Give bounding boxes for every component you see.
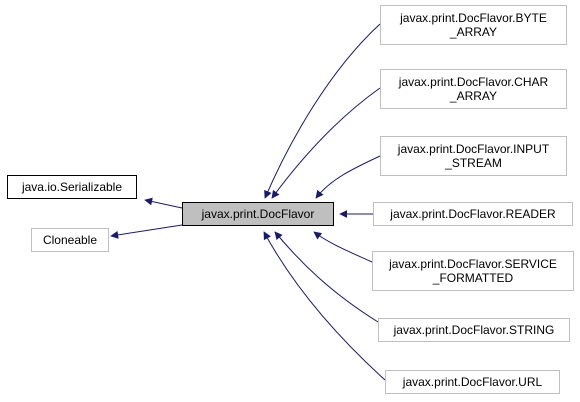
node-service-formatted[interactable]: javax.print.DocFlavor.SERVICE _FORMATTED: [372, 251, 574, 291]
edge-string-to-docflavor: [274, 231, 379, 323]
node-label: Cloneable: [42, 233, 98, 247]
node-byte-array[interactable]: javax.print.DocFlavor.BYTE _ARRAY: [380, 5, 567, 45]
node-label: javax.print.DocFlavor.BYTE _ARRAY: [400, 11, 547, 39]
node-label: javax.print.DocFlavor.CHAR _ARRAY: [398, 75, 549, 103]
node-label: java.io.Serializable: [21, 180, 123, 194]
node-label: javax.print.DocFlavor.SERVICE _FORMATTED: [389, 257, 557, 285]
node-label: javax.print.DocFlavor.STRING: [393, 323, 555, 337]
edge-char-array-to-docflavor: [271, 87, 381, 199]
node-label: javax.print.DocFlavor.READER: [390, 207, 556, 221]
node-label: javax.print.DocFlavor.URL: [402, 375, 543, 389]
node-input-stream[interactable]: javax.print.DocFlavor.INPUT _STREAM: [380, 136, 567, 176]
edge-byte-array-to-docflavor: [264, 23, 381, 199]
node-serializable[interactable]: java.io.Serializable: [7, 175, 137, 199]
node-string[interactable]: javax.print.DocFlavor.STRING: [378, 318, 570, 342]
edge-docflavor-to-cloneable: [110, 224, 183, 239]
node-url[interactable]: javax.print.DocFlavor.URL: [385, 370, 560, 394]
node-docflavor[interactable]: javax.print.DocFlavor: [182, 202, 334, 226]
node-cloneable[interactable]: Cloneable: [31, 228, 109, 252]
node-label: javax.print.DocFlavor: [201, 207, 315, 221]
edge-docflavor-to-serializable: [144, 197, 183, 209]
edge-service-formatted-to-docflavor: [313, 231, 373, 263]
node-label: javax.print.DocFlavor.INPUT _STREAM: [397, 142, 550, 170]
edge-input-stream-to-docflavor: [315, 155, 381, 199]
edge-url-to-docflavor: [263, 231, 386, 381]
node-char-array[interactable]: javax.print.DocFlavor.CHAR _ARRAY: [380, 69, 567, 109]
node-reader[interactable]: javax.print.DocFlavor.READER: [373, 202, 573, 226]
